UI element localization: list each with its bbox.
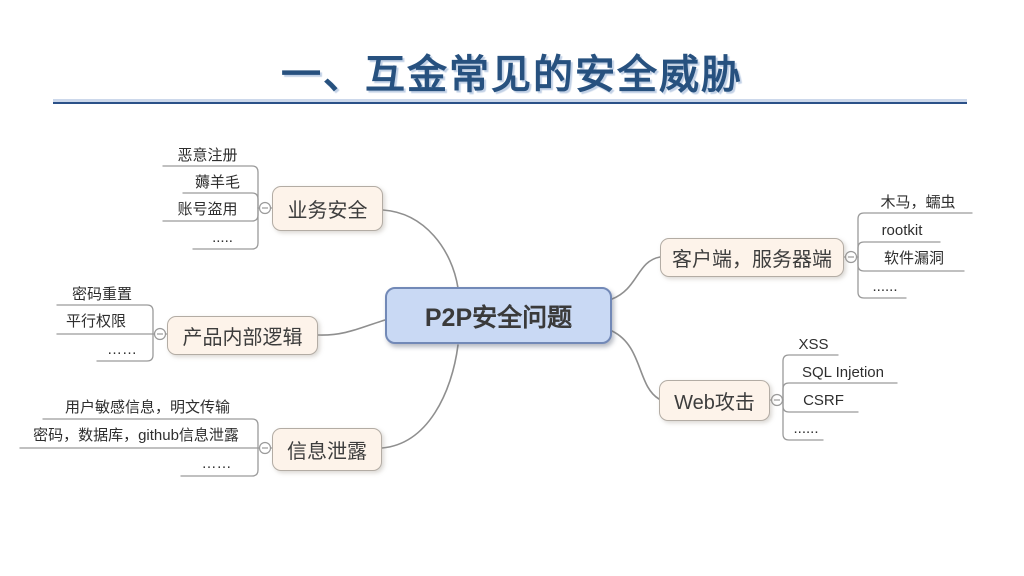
leaf-line — [162, 165, 259, 209]
leaf-node: 薅羊毛 — [194, 174, 240, 191]
connector-root-clientserver — [611, 256, 661, 300]
leaf-node: 密码重置 — [71, 286, 132, 303]
leaf-line — [192, 207, 259, 250]
leaf-node: ...... — [872, 278, 898, 295]
leaf-node: 用户敏感信息，明文传输 — [64, 399, 230, 416]
leaf-line — [56, 304, 154, 335]
leaf-line — [782, 399, 824, 441]
leaf-node: …… — [107, 341, 137, 358]
leaf-node: XSS — [798, 336, 829, 353]
leaf-node: …… — [201, 455, 232, 472]
leaf-node: 木马，蠕虫 — [880, 194, 956, 211]
leaf-node: 软件漏洞 — [883, 250, 944, 267]
branch-node-product-internal-logic: 产品内部逻辑 — [167, 316, 318, 355]
slide-title: 一、互金常见的安全威胁 — [281, 53, 743, 97]
leaf-line — [782, 354, 839, 401]
collapse-minus-icon — [258, 201, 272, 215]
root-node: P2P安全问题 — [385, 287, 612, 344]
leaf-line — [857, 241, 941, 258]
branch-node-info-leak: 信息泄露 — [272, 428, 382, 471]
branch-node-web-attack: Web攻击 — [659, 380, 770, 421]
connector-root-business — [382, 209, 459, 289]
connector-root-product — [317, 319, 386, 336]
leaf-line — [857, 212, 973, 258]
connector-root-infoleak — [381, 344, 459, 449]
leaf-node: 密码，数据库，github信息泄露 — [33, 427, 239, 444]
collapse-toggles — [153, 201, 858, 455]
title-divider — [53, 99, 967, 104]
leaf-node: 账号盗用 — [177, 201, 238, 218]
leaf-line — [96, 333, 154, 362]
leaf-line — [180, 447, 259, 477]
branch-node-business-security: 业务安全 — [272, 186, 383, 231]
leaf-line — [857, 256, 907, 299]
leaf-line — [182, 192, 259, 209]
leaf-node: CSRF — [803, 392, 844, 409]
leaf-node: 恶意注册 — [177, 147, 238, 164]
collapse-minus-icon — [258, 441, 272, 455]
leaf-node: rootkit — [881, 222, 923, 239]
leaf-line — [782, 382, 898, 401]
connector-root-webattack — [611, 330, 660, 400]
collapse-minus-icon — [770, 393, 784, 407]
leaf-node: ...... — [793, 420, 819, 437]
collapse-minus-icon — [844, 250, 858, 264]
leaf-node: ..... — [212, 229, 233, 246]
collapse-minus-icon — [153, 327, 167, 341]
leaf-node: SQL Injetion — [802, 364, 884, 381]
leaf-line — [42, 418, 259, 449]
branch-curves — [317, 209, 661, 449]
branch-node-client-server: 客户端，服务器端 — [660, 238, 844, 277]
leaf-node: 平行权限 — [65, 313, 126, 330]
